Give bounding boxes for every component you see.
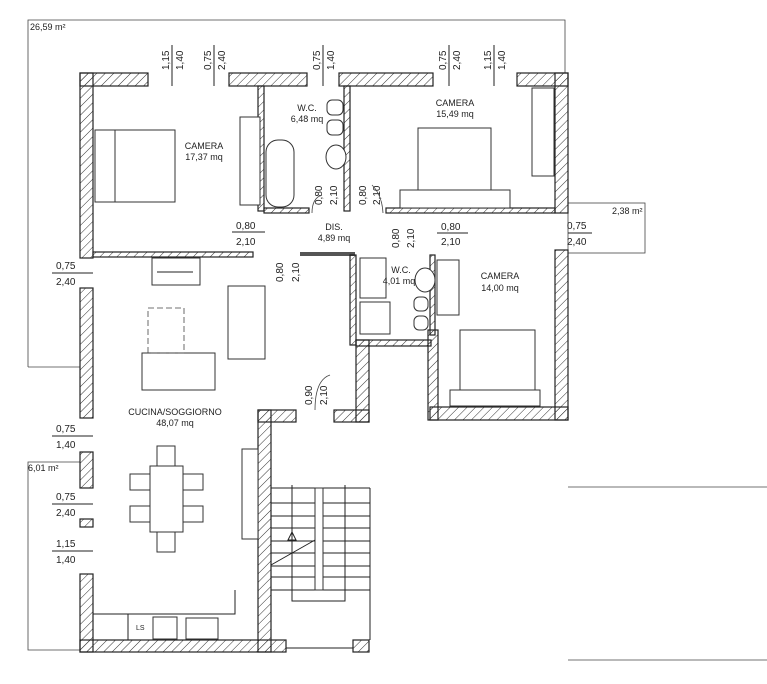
window-width: 1,15 — [56, 539, 76, 550]
door-height: 2,10 — [329, 185, 340, 205]
room-name: CUCINA/SOGGIORNO — [128, 407, 222, 417]
wardrobe-icon — [239, 116, 261, 206]
window-height: 1,40 — [56, 555, 76, 566]
room-name: W.C. — [297, 103, 317, 113]
sink-icon — [325, 144, 347, 170]
bed-icon — [417, 127, 492, 191]
room-size: 15,49 mq — [436, 109, 474, 119]
room-labels: CAMERA 17,37 mq W.C. 6,48 mq CAMERA 15,4… — [128, 98, 519, 428]
area-outlines — [27, 19, 767, 661]
door-width: 0,80 — [314, 185, 325, 205]
appliance-label: LS — [136, 625, 145, 632]
bidet-icon — [326, 119, 344, 136]
window-height: 1,40 — [326, 50, 337, 70]
door-height: 2,10 — [406, 228, 417, 248]
furniture — [93, 87, 555, 640]
room-size: 4,01 mq — [383, 276, 416, 286]
window-width: 1,15 — [483, 50, 494, 70]
sink-icon — [414, 267, 436, 293]
door-height: 2,10 — [441, 237, 461, 248]
stair-direction-arrow-icon — [287, 530, 297, 541]
room-name: W.C. — [391, 265, 411, 275]
stove-icon — [152, 616, 178, 640]
dining-table-icon — [149, 465, 184, 533]
door-height: 2,10 — [236, 237, 256, 248]
door-width: 0,80 — [441, 222, 461, 233]
door-width: 0,80 — [275, 262, 286, 282]
toilet-icon — [413, 296, 429, 312]
shower-icon — [359, 257, 387, 299]
top-window-labels: 1,15 1,40 0,75 2,40 0,75 1,40 0,75 2,40 … — [161, 50, 508, 70]
window-width: 0,75 — [203, 50, 214, 70]
toilet-icon — [326, 99, 344, 116]
room-size: 48,07 mq — [156, 418, 194, 428]
staircase — [270, 485, 371, 649]
bathtub-icon — [265, 139, 295, 208]
area-label-right: 2,38 m² — [612, 206, 643, 216]
cabinet-icon — [241, 448, 259, 540]
door-width: 0,90 — [304, 385, 315, 405]
walls — [79, 72, 569, 653]
window-width: 1,15 — [161, 50, 172, 70]
window-height: 2,40 — [452, 50, 463, 70]
room-name: DIS. — [325, 222, 343, 232]
window-height: 2,40 — [56, 508, 76, 519]
room-size: 17,37 mq — [185, 152, 223, 162]
window-height: 2,40 — [567, 237, 587, 248]
window-width: 0,75 — [56, 492, 76, 503]
window-width: 0,75 — [438, 50, 449, 70]
room-name: CAMERA — [185, 141, 224, 151]
wardrobe-icon — [531, 87, 555, 177]
window-height: 1,40 — [56, 440, 76, 451]
door-width: 0,80 — [236, 221, 256, 232]
bed-icon — [459, 329, 536, 393]
left-window-dimensions — [52, 272, 93, 552]
wardrobe-icon — [436, 259, 460, 316]
room-size: 6,48 mq — [291, 114, 324, 124]
window-height: 1,40 — [497, 50, 508, 70]
bed-icon — [114, 129, 176, 203]
room-size: 14,00 mq — [481, 283, 519, 293]
window-width: 0,75 — [567, 221, 587, 232]
door-labels: 0,80 2,10 0,80 2,10 0,80 2,10 0,80 2,10 … — [232, 184, 468, 411]
door-height: 2,10 — [291, 262, 302, 282]
door-width: 0,80 — [391, 228, 402, 248]
room-name: CAMERA — [481, 271, 520, 281]
kitchen-sink-icon — [185, 617, 219, 640]
sofa-icon — [227, 285, 266, 360]
window-height: 2,40 — [217, 50, 228, 70]
top-window-dimensions — [171, 45, 495, 86]
area-label-bottom-left: 6,01 m² — [28, 463, 59, 473]
sofa-icon — [141, 352, 216, 391]
door-height: 2,10 — [319, 385, 330, 405]
window-width: 0,75 — [56, 424, 76, 435]
door-height: 2,10 — [372, 185, 383, 205]
door-width: 0,80 — [358, 185, 369, 205]
window-height: 1,40 — [175, 50, 186, 70]
bidet-icon — [413, 315, 429, 331]
window-width: 0,75 — [312, 50, 323, 70]
window-width: 0,75 — [56, 261, 76, 272]
window-height: 2,40 — [56, 277, 76, 288]
room-size: 4,89 mq — [318, 233, 351, 243]
room-name: CAMERA — [436, 98, 475, 108]
area-label-top-left: 26,59 m² — [30, 22, 66, 32]
